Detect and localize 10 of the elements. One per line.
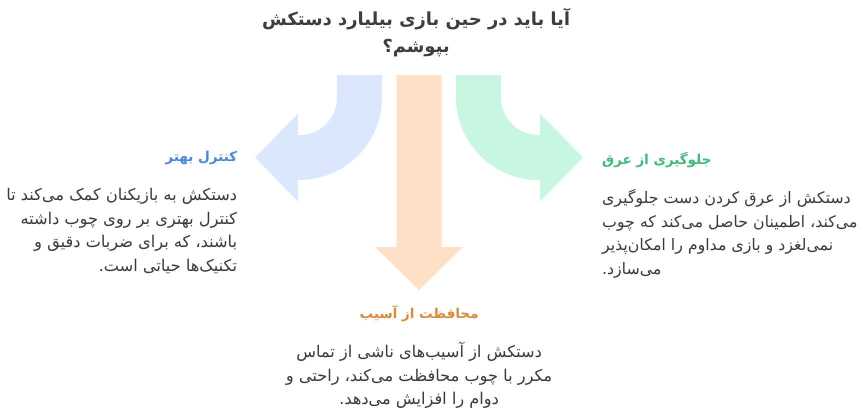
description-text: دستکش از عرق کردن دست جلوگیری می‌کند، اطمینان حاصل می‌کند که چوب نمی‌لغزد و بازی مداوم را امکان‌پذیر می‌سازد.: [602, 187, 858, 280]
description-text: دستکش به بازیکنان کمک می‌کند تا کنترل بهتری بر روی چوب داشته باشند، که برای ضربات دقیق و تکنیک‌ها حیاتی است.: [5, 184, 237, 276]
description-text: دستکش از آسیب‌های ناشی از تماس مکرر با چوب محافظت می‌کند، راحتی و دوام را افزایش می‌دهد.: [284, 341, 554, 410]
arrow: [456, 75, 583, 202]
section-heading: محافظت از آسیب: [360, 304, 478, 324]
section-heading: کنترل بهتر: [165, 148, 237, 167]
arrow: [375, 75, 463, 290]
section-heading: جلوگیری از عرق: [602, 150, 712, 170]
arrow: [255, 75, 382, 202]
title: آیا باید در حین بازی بیلیارد دستکش بپوشم؟: [261, 7, 572, 59]
